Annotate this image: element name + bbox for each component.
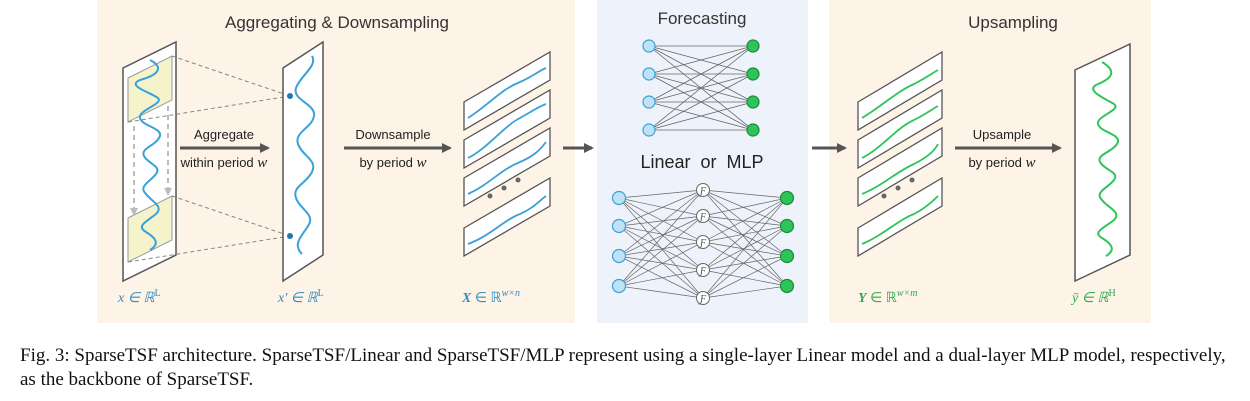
aggregate-panel-title: Aggregating & Downsampling — [225, 13, 449, 32]
figure-caption: Fig. 3: SparseTSF architecture. SparseTS… — [20, 345, 1226, 390]
upsample-panel-title: Upsampling — [968, 13, 1058, 32]
linear-input-node — [642, 95, 656, 109]
x-label: x ∈ ℝL — [117, 288, 161, 306]
Y-label: Y ∈ ℝw×m — [858, 288, 918, 306]
X-label: X ∈ ℝw×n — [461, 288, 520, 306]
period-highlight-bottom — [127, 195, 173, 263]
mlp-hidden-node — [696, 235, 710, 249]
mlp-output-node — [779, 248, 795, 264]
output-series-panel — [1074, 42, 1131, 283]
linear-input-node — [642, 123, 656, 137]
linear-output-node — [746, 67, 760, 81]
upsample-arrow-label-1: Upsample — [973, 127, 1032, 142]
linear-network — [642, 39, 760, 137]
output-stack — [857, 50, 943, 258]
aggregated-point-top — [287, 93, 293, 99]
mlp-input-node — [611, 190, 627, 206]
mlp-hidden-node — [696, 183, 710, 197]
mlp-hidden-node — [696, 209, 710, 223]
mlp-hidden-node — [696, 291, 710, 305]
mlp-activation-symbol: Ƒ — [698, 266, 707, 277]
projection-lines — [127, 55, 291, 263]
mlp-network: Ƒ Ƒ Ƒ Ƒ Ƒ — [611, 183, 795, 305]
downsample-arrow-label-1: Downsample — [355, 127, 430, 142]
aggregate-arrow-label-1: Aggregate — [194, 127, 254, 142]
mlp-output-node — [779, 218, 795, 234]
y-bar-label: ȳ ∈ ℝH — [1070, 288, 1116, 306]
mlp-output-node — [779, 278, 795, 294]
input-series-panel — [122, 40, 177, 283]
mlp-activation-symbol: Ƒ — [698, 212, 707, 223]
downsample-arrow-label-2: by period w — [359, 155, 426, 171]
architecture-diagram: Aggregating & Downsampling Forecasting U… — [97, 0, 1151, 323]
aggregate-arrow-label-2: within period w — [180, 155, 268, 171]
downsampled-stack — [463, 50, 551, 258]
mlp-activation-symbol: Ƒ — [698, 238, 707, 249]
input-series-line — [134, 59, 162, 251]
model-choice-label: Linear or MLP — [640, 152, 763, 172]
aggregated-series-panel — [282, 40, 324, 283]
mlp-input-node — [611, 248, 627, 264]
forecast-panel-title: Forecasting — [658, 9, 747, 28]
mlp-input-node — [611, 278, 627, 294]
x-prime-label: x′ ∈ ℝL — [277, 288, 324, 306]
mlp-activation-symbol: Ƒ — [698, 186, 707, 197]
output-series-line — [1092, 61, 1120, 257]
linear-output-node — [746, 39, 760, 53]
linear-output-node — [746, 95, 760, 109]
period-highlight-top — [127, 55, 173, 123]
mlp-hidden-node — [696, 263, 710, 277]
aggregated-point-bottom — [287, 233, 293, 239]
mlp-input-node — [611, 218, 627, 234]
aggregated-series-line — [294, 55, 316, 255]
linear-output-node — [746, 123, 760, 137]
mlp-output-node — [779, 190, 795, 206]
upsample-arrow-label-2: by period w — [968, 155, 1035, 171]
linear-input-node — [642, 67, 656, 81]
mlp-activation-symbol: Ƒ — [698, 294, 707, 305]
linear-input-node — [642, 39, 656, 53]
